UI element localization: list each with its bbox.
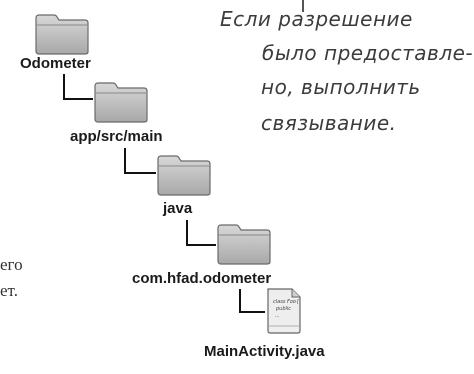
folder-label-java: java <box>163 200 193 217</box>
annotation-pointer-line <box>302 0 304 12</box>
file-label-mainactivity: MainActivity.java <box>204 343 325 360</box>
svg-text:class Foo{: class Foo{ <box>273 299 300 305</box>
annotation-line-2: было предоставле- <box>262 41 474 65</box>
folder-label-com-hfad-odometer: com.hfad.odometer <box>132 270 272 287</box>
annotation-line-1: Если разрешение <box>220 7 413 31</box>
tree-connector-2 <box>124 148 156 174</box>
folder-icon-app-src-main <box>93 80 149 124</box>
folder-icon-java <box>156 153 212 197</box>
tree-connector-1 <box>63 74 93 100</box>
java-file-icon: class Foo{ public ... <box>267 288 301 334</box>
svg-text:...: ... <box>275 313 280 319</box>
folder-label-app-src-main: app/src/main <box>70 128 163 145</box>
svg-text:public: public <box>275 306 291 312</box>
body-text-fragment-1: его <box>0 255 23 274</box>
annotation-line-4: связывание. <box>261 111 397 135</box>
tree-connector-4 <box>239 289 265 313</box>
tree-connector-3 <box>186 220 216 246</box>
folder-label-odometer: Odometer <box>20 55 91 72</box>
folder-icon-com-hfad-odometer <box>216 222 272 266</box>
annotation-line-3: но, выполнить <box>261 75 421 99</box>
folder-icon-odometer <box>34 12 90 56</box>
body-text-fragment-2: ет. <box>0 281 18 300</box>
